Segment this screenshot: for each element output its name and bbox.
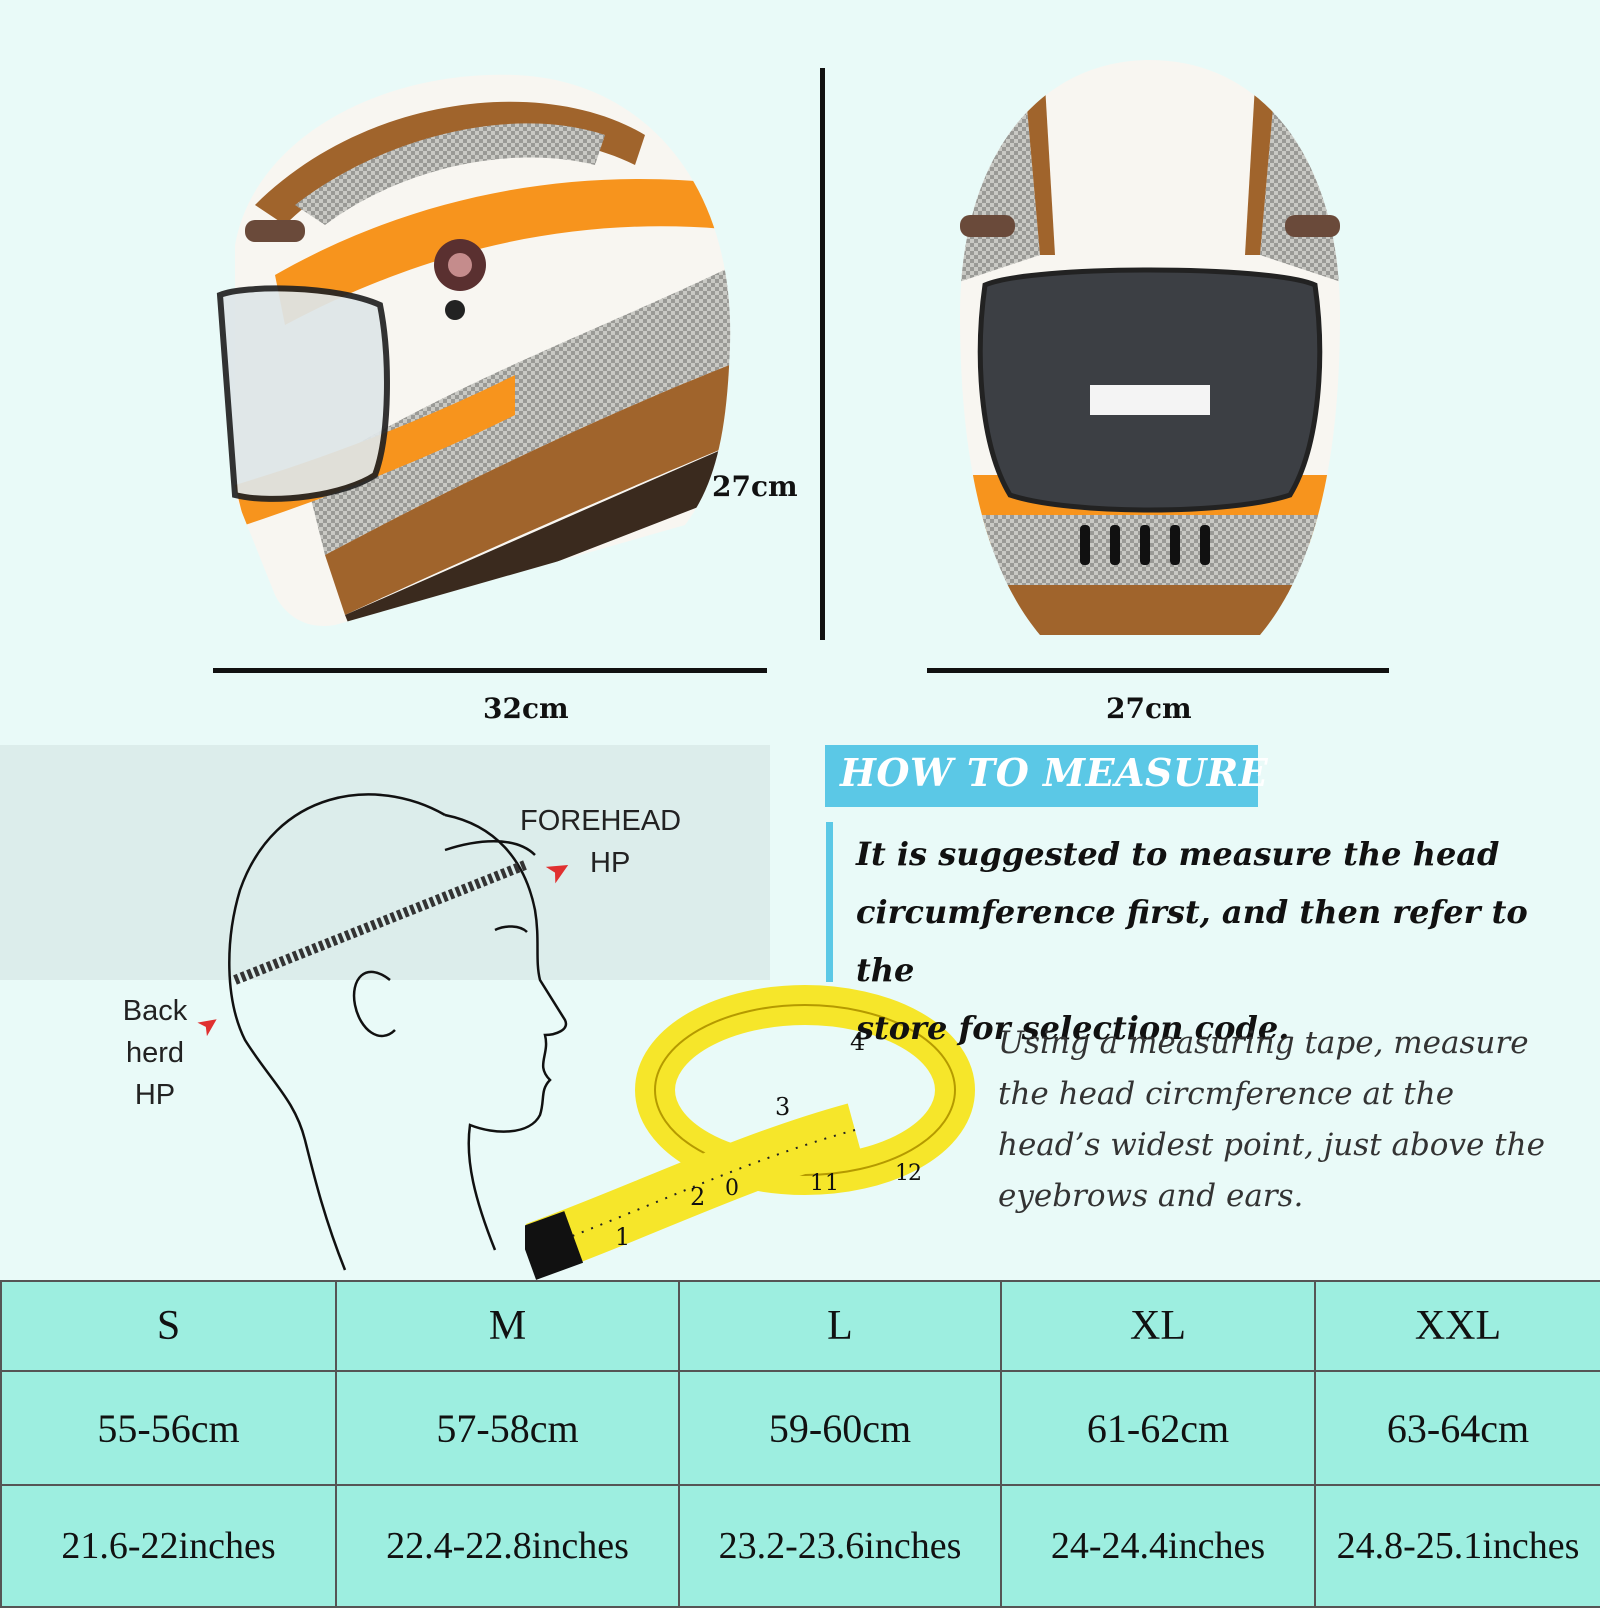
inches-cell: 24-24.4inches	[1000, 1484, 1316, 1608]
tape-number: 4	[850, 1028, 865, 1056]
inches-cell: 24.8-25.1inches	[1314, 1484, 1600, 1608]
head-outline-diagram	[228, 793, 568, 1271]
size-row: S M L XL XXL	[0, 1280, 1600, 1372]
inches-row: 21.6-22inches 22.4-22.8inches 23.2-23.6i…	[0, 1484, 1600, 1608]
front-width-dimension-label: 27cm	[1106, 692, 1192, 725]
how-to-measure-title: HOW TO MEASURE	[840, 750, 1269, 795]
forehead-label-line-1: FOREHEAD	[520, 805, 682, 837]
cm-cell: 59-60cm	[678, 1370, 1002, 1486]
cm-cell: 63-64cm	[1314, 1370, 1600, 1486]
instructions-accent-bar	[826, 822, 833, 982]
cm-cell: 55-56cm	[0, 1370, 337, 1486]
cm-cell: 57-58cm	[335, 1370, 680, 1486]
tape-number: 2	[908, 1161, 922, 1186]
tape-number: 2	[690, 1183, 705, 1211]
side-width-dimension-line	[213, 668, 767, 673]
suggestion-text: It is suggested to measure the head circ…	[856, 825, 1596, 1057]
forehead-label-line-2: HP	[590, 847, 631, 879]
size-cell: XXL	[1314, 1280, 1600, 1372]
tape-number: 1	[810, 1171, 824, 1196]
suggestion-line-3: store for selection code.	[856, 1009, 1290, 1047]
helmet-side-image	[216, 74, 731, 626]
tape-number: 1	[825, 1171, 839, 1196]
size-cell: M	[335, 1280, 680, 1372]
size-cell: L	[678, 1280, 1002, 1372]
tape-number: 0	[725, 1176, 739, 1201]
back-label-line-2: herd	[125, 1037, 185, 1069]
back-label-line-3: HP	[134, 1079, 176, 1111]
how-to-measure-banner	[825, 745, 1258, 807]
suggestion-line-1: It is suggested to measure the head	[856, 835, 1500, 873]
instructions-line-2: the head circmference at the	[998, 1076, 1455, 1112]
front-width-dimension-line	[927, 668, 1389, 673]
height-dimension-label: 27cm	[712, 470, 798, 503]
instructions-line-3: head’s widest point, just above the	[998, 1127, 1545, 1163]
cm-cell: 61-62cm	[1000, 1370, 1316, 1486]
suggestion-line-2: circumference first, and then refer to t…	[856, 893, 1528, 989]
inches-cell: 23.2-23.6inches	[678, 1484, 1002, 1608]
back-label: Back herd HP	[110, 990, 200, 1116]
forehead-label: FOREHEAD HP	[520, 800, 681, 884]
helmet-front-image	[960, 60, 1340, 635]
measuring-tape-image: 1 2 3 4 0 1 1 1 2	[525, 985, 975, 1280]
measuring-instructions: Using a measuring tape, measure the head…	[998, 1018, 1598, 1222]
back-label-line-1: Back	[122, 995, 188, 1027]
tape-number: 1	[615, 1223, 630, 1251]
side-width-dimension-label: 32cm	[483, 692, 569, 725]
inches-cell: 21.6-22inches	[0, 1484, 337, 1608]
instructions-line-4: eyebrows and ears.	[998, 1178, 1304, 1214]
instructions-line-1: Using a measuring tape, measure	[998, 1025, 1529, 1061]
size-cell: XL	[1000, 1280, 1316, 1372]
size-chart-table: S M L XL XXL 55-56cm 57-58cm 59-60cm 61-…	[0, 1280, 1600, 1608]
size-cell: S	[0, 1280, 337, 1372]
height-dimension-line	[820, 68, 825, 640]
inches-cell: 22.4-22.8inches	[335, 1484, 680, 1608]
cm-row: 55-56cm 57-58cm 59-60cm 61-62cm 63-64cm	[0, 1370, 1600, 1486]
tape-number: 3	[775, 1093, 790, 1121]
tape-number: 1	[895, 1161, 909, 1186]
diagram-backdrop	[0, 745, 770, 980]
